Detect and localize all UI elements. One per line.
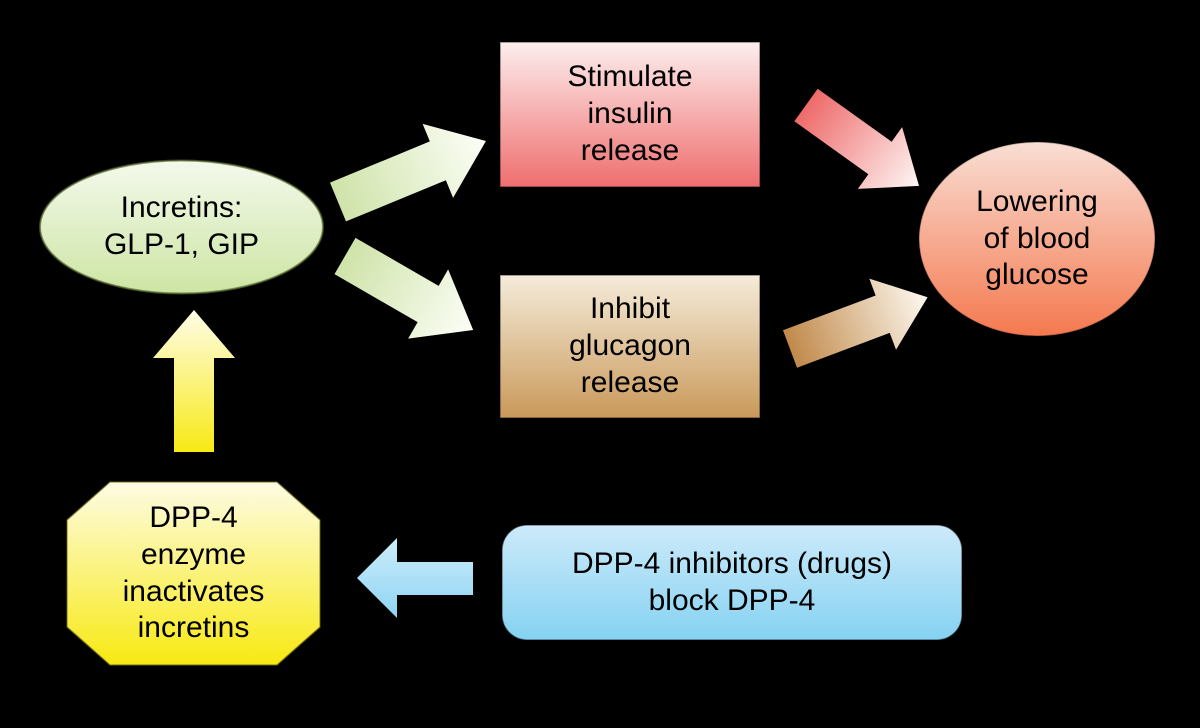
arrow-incretins-to-inhibit bbox=[334, 237, 474, 339]
arrow-inhibitors-to-dpp4 bbox=[357, 538, 473, 618]
node-dpp4-inhibitors bbox=[501, 524, 963, 641]
arrow-inhibit-to-lowering bbox=[782, 278, 928, 368]
node-stimulate-insulin bbox=[499, 41, 761, 188]
arrow-incretins-to-stimulate bbox=[329, 123, 486, 222]
node-incretins bbox=[39, 159, 324, 295]
arrow-stimulate-to-lowering bbox=[794, 88, 920, 189]
node-lowering-glucose bbox=[918, 141, 1156, 337]
node-inhibit-glucagon bbox=[499, 274, 761, 419]
arrow-dpp4-to-incretins bbox=[153, 310, 235, 452]
node-dpp4-enzyme bbox=[66, 481, 321, 666]
